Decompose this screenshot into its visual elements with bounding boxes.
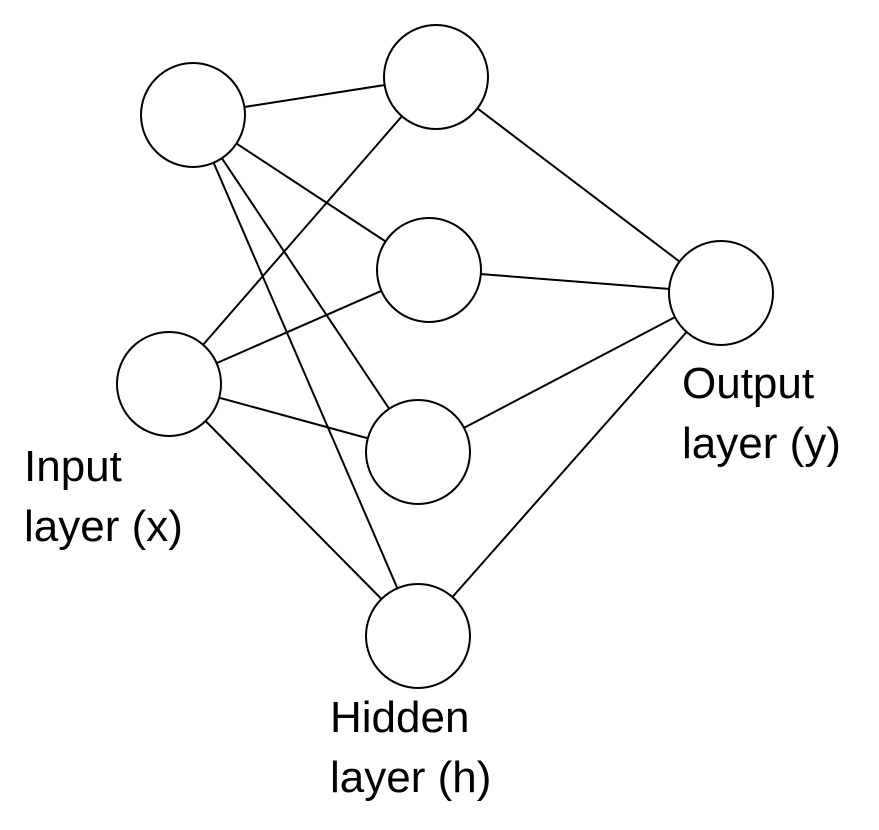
hidden-layer-label-line2: layer (h)	[330, 753, 492, 802]
input-neuron-x1	[140, 62, 246, 168]
hidden-layer-label-line1: Hidden	[330, 693, 470, 742]
output-neuron-y1	[668, 240, 774, 346]
connection-x1-h4	[192, 114, 419, 637]
hidden-layer-label: Hidden layer (h)	[330, 688, 491, 808]
hidden-neuron-h3	[365, 399, 471, 505]
neurons	[116, 24, 774, 689]
connection-h1-y1	[435, 76, 722, 294]
output-layer-label-line2: layer (y)	[682, 419, 841, 468]
connection-x2-h4	[168, 383, 419, 637]
input-layer-label-line2: layer (x)	[24, 502, 183, 551]
connections	[168, 76, 722, 637]
hidden-neuron-h1	[383, 24, 489, 130]
input-layer-label: Input layer (x)	[24, 437, 183, 557]
hidden-neuron-h2	[376, 217, 482, 323]
input-neuron-x2	[116, 331, 222, 437]
connection-h3-y1	[417, 292, 722, 453]
connection-x2-h1	[168, 76, 437, 385]
connection-x1-h3	[192, 114, 419, 453]
connection-h4-y1	[417, 292, 722, 637]
output-layer-label: Output layer (y)	[682, 354, 841, 474]
output-layer-label-line1: Output	[682, 359, 815, 408]
input-layer-label-line1: Input	[24, 442, 122, 491]
hidden-neuron-h4	[365, 583, 471, 689]
